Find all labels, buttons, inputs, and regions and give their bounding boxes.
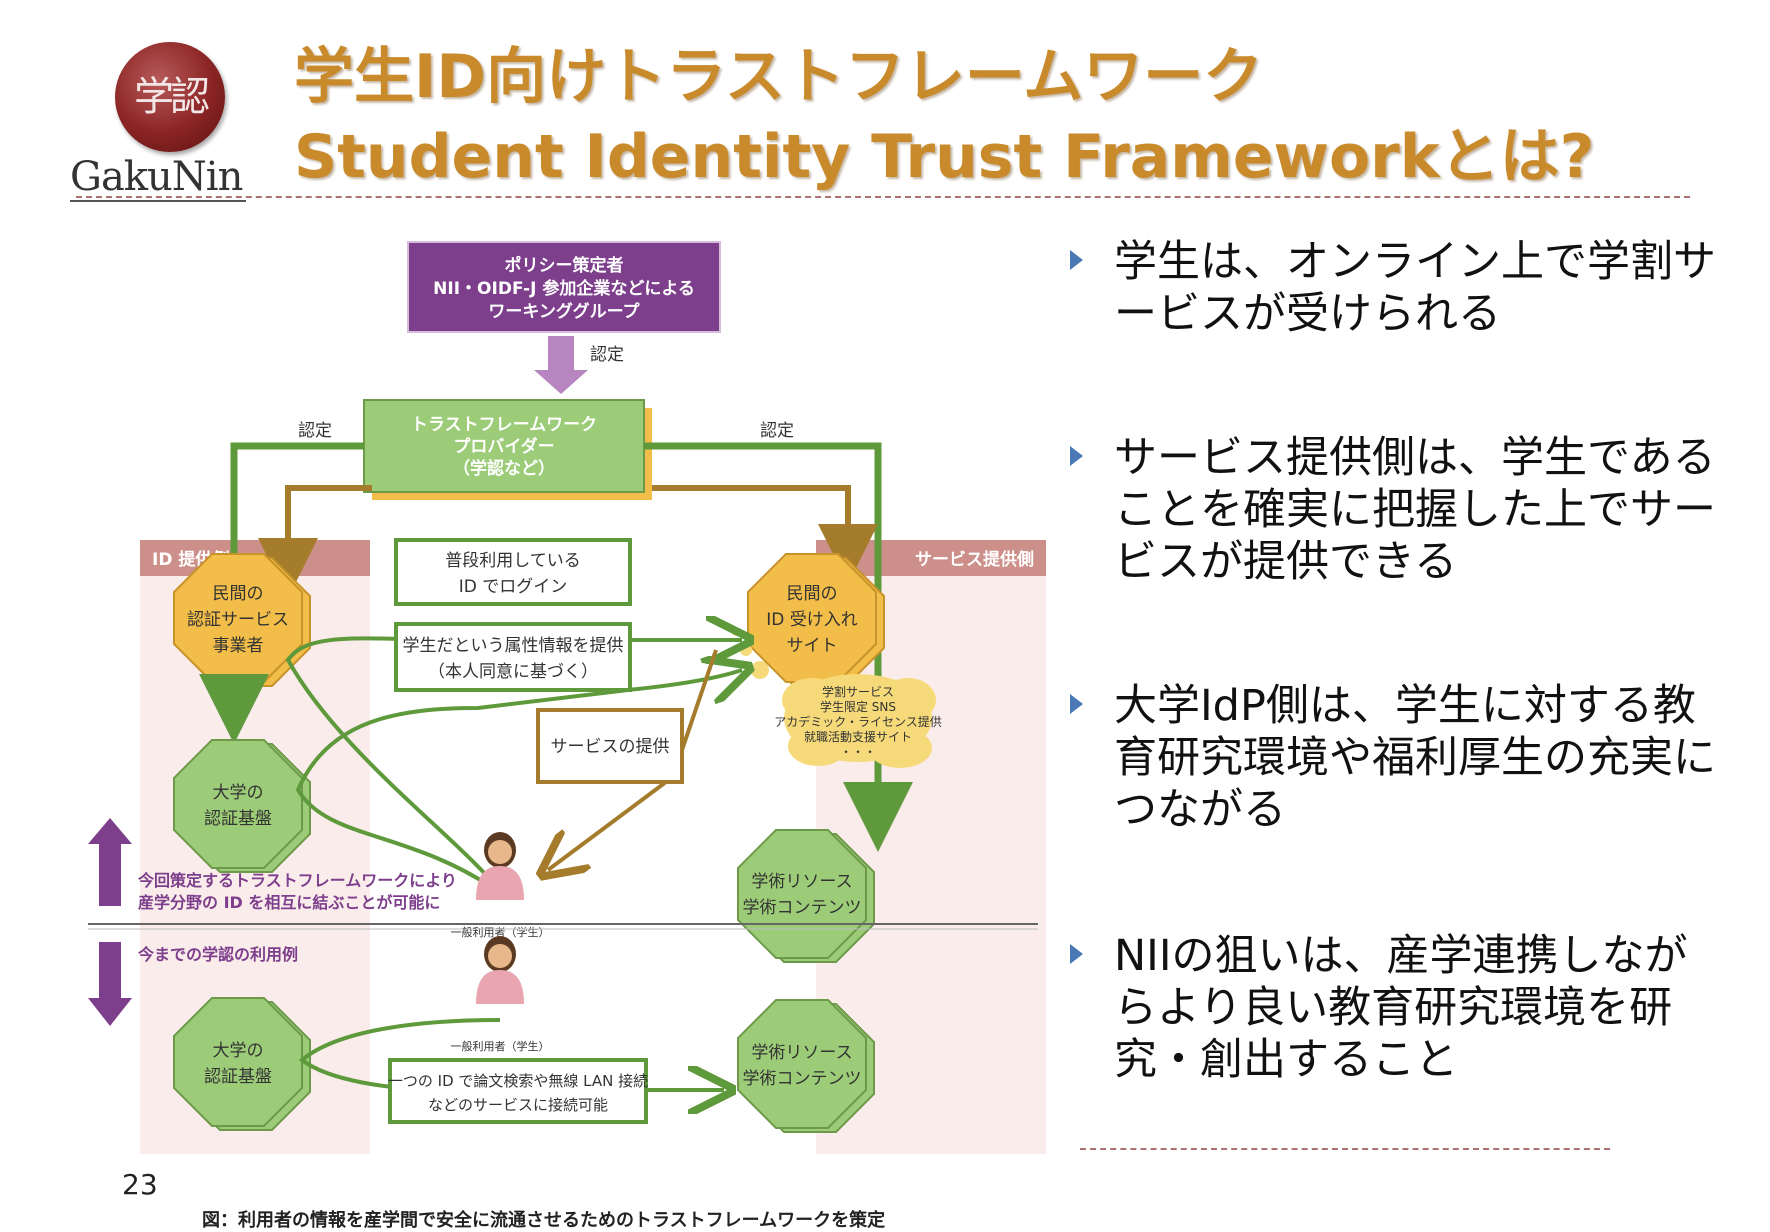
certify-label-right: 認定	[760, 421, 794, 441]
policy-line-3: ワーキンググループ	[488, 301, 640, 322]
cloud-item-3: アカデミック・ライセンス提供	[774, 714, 942, 729]
policy-line-2: NII・OIDF-J 参加企業などによる	[433, 278, 695, 299]
academic-lower-line-2: 学術コンテンツ	[743, 1069, 862, 1089]
certify-label-left: 認定	[298, 421, 332, 441]
new-framework-note-2: 産学分野の ID を相互に結ぶことが可能に	[138, 893, 440, 912]
private-id-site-node: 民間の ID 受け入れ サイト	[747, 553, 885, 687]
policy-to-provider-arrow	[534, 336, 588, 394]
login-box: 普段利用している ID でログイン	[394, 538, 632, 606]
bullet-4-text: NIIの狙いは、産学連携しながらより良い教育研究環境を研究・創出すること	[1114, 931, 1688, 1085]
bullet-marker-icon	[1070, 446, 1083, 466]
page-number: 23	[122, 1168, 158, 1201]
student-user-icon-lower	[476, 936, 524, 1004]
figure-caption: 図：利用者の情報を産学間で安全に流通させるためのトラストフレームワークを策定	[202, 1210, 886, 1231]
service-box-label: サービスの提供	[551, 737, 670, 757]
univ-auth-lower-line-1: 大学の	[213, 1041, 264, 1061]
slide-title-english: Student Identity Trust Frameworkとは?	[294, 122, 1595, 192]
cloud-item-5: ・・・	[840, 745, 876, 759]
one-id-line-1: 一つの ID で論文検索や無線 LAN 接続	[388, 1072, 648, 1090]
login-line-1: 普段利用している	[445, 551, 581, 571]
bullet-3: 大学IdP側は、学生に対する教育研究環境や福利厚生の充実につながる	[1070, 680, 1730, 836]
student-user-icon-upper	[476, 832, 524, 900]
header-divider	[76, 196, 1690, 198]
provider-to-service-side-brown-line	[652, 485, 878, 584]
certify-label-top: 認定	[590, 345, 624, 365]
logo-wordmark: GakuNin	[70, 154, 247, 202]
private-site-line-3: サイト	[787, 636, 838, 656]
new-framework-note-1: 今回策定するトラストフレームワークにより	[137, 871, 457, 890]
private-auth-line-1: 民間の	[213, 584, 264, 604]
new-framework-up-arrow	[88, 818, 132, 906]
login-flow-curve	[285, 638, 742, 888]
bullet-3-text: 大学IdP側は、学生に対する教育研究環境や福利厚生の充実につながる	[1114, 681, 1716, 835]
cloud-item-4: 就職活動支援サイト	[804, 730, 912, 744]
one-id-flow-curve	[298, 1018, 724, 1090]
current-usage-label: 今までの学認の利用例	[137, 945, 298, 964]
provider-to-id-side-brown-line	[258, 485, 372, 598]
bullet-1: 学生は、オンライン上で学割サービスが受けられる	[1070, 236, 1730, 340]
provider-to-id-side-green-line	[230, 442, 364, 600]
one-id-line-2: などのサービスに接続可能	[428, 1096, 608, 1114]
bullet-marker-icon	[1070, 694, 1083, 714]
private-auth-line-2: 認証サービス	[187, 610, 289, 630]
bullet-2: サービス提供側は、学生であることを確実に把握した上でサービスが提供できる	[1070, 432, 1730, 588]
academic-upper-line-1: 学術リソース	[751, 872, 852, 892]
bullet-1-text: 学生は、オンライン上で学割サービスが受けられる	[1114, 237, 1716, 339]
policy-line-1: ポリシー策定者	[505, 255, 624, 276]
policy-maker-box: ポリシー策定者 NII・OIDF-J 参加企業などによる ワーキンググループ	[407, 241, 721, 333]
bullet-4: NIIの狙いは、産学連携しながらより良い教育研究環境を研究・創出すること	[1070, 930, 1730, 1086]
provider-line-3: （学認など）	[453, 458, 555, 479]
bullet-divider	[1080, 1148, 1610, 1150]
slide-title-japanese: 学生ID向けトラストフレームワーク	[294, 42, 1264, 112]
trust-framework-diagram: ID 提供側 サービス提供側 ポリシー策定者 NII・OIDF-J 参加企業など…	[88, 241, 1046, 1154]
attribute-line-2: （本人同意に基づく）	[428, 662, 598, 682]
bullet-marker-icon	[1070, 250, 1083, 270]
bullet-2-text: サービス提供側は、学生であることを確実に把握した上でサービスが提供できる	[1114, 433, 1716, 587]
univ-auth-line-1: 大学の	[213, 783, 264, 803]
academic-lower-line-1: 学術リソース	[751, 1043, 852, 1063]
user-label-lower: 一般利用者（学生）	[451, 1039, 550, 1053]
current-usage-down-arrow	[88, 942, 132, 1026]
provider-line-1: トラストフレームワーク	[411, 415, 597, 435]
private-auth-line-3: 事業者	[213, 636, 264, 656]
cloud-item-2: 学生限定 SNS	[820, 699, 896, 714]
univ-auth-lower-line-2: 認証基盤	[204, 1067, 272, 1087]
univ-auth-node-lower: 大学の 認証基盤	[173, 997, 311, 1131]
attribute-line-1: 学生だという属性情報を提供	[403, 636, 624, 656]
attribute-box: 学生だという属性情報を提供 （本人同意に基づく）	[394, 622, 632, 692]
login-line-2: ID でログイン	[459, 577, 568, 597]
academic-upper-line-2: 学術コンテンツ	[743, 898, 862, 918]
univ-auth-line-2: 認証基盤	[204, 809, 272, 829]
one-id-box: 一つの ID で論文検索や無線 LAN 接続 などのサービスに接続可能	[388, 1058, 648, 1124]
gakunin-logo: 学認 GakuNin	[60, 42, 280, 202]
logo-seal: 学認	[115, 42, 225, 152]
cloud-item-1: 学割サービス	[822, 684, 894, 699]
trust-framework-provider-box: トラストフレームワーク プロバイダー （学認など）	[363, 399, 652, 500]
provider-line-2: プロバイダー	[453, 436, 554, 457]
academic-resource-node-upper: 学術リソース 学術コンテンツ	[737, 829, 875, 963]
logo-seal-text: 学認	[134, 74, 210, 120]
academic-resource-node-lower: 学術リソース 学術コンテンツ	[737, 999, 875, 1133]
private-auth-service-node: 民間の 認証サービス 事業者	[173, 553, 311, 687]
bullet-marker-icon	[1070, 944, 1083, 964]
private-site-line-1: 民間の	[787, 584, 838, 604]
univ-auth-node: 大学の 認証基盤	[173, 739, 311, 873]
attribute-flow-curve	[295, 670, 742, 892]
service-side-label: サービス提供側	[915, 549, 1034, 570]
service-box: サービスの提供	[536, 708, 684, 784]
private-site-line-2: ID 受け入れ	[766, 610, 858, 630]
